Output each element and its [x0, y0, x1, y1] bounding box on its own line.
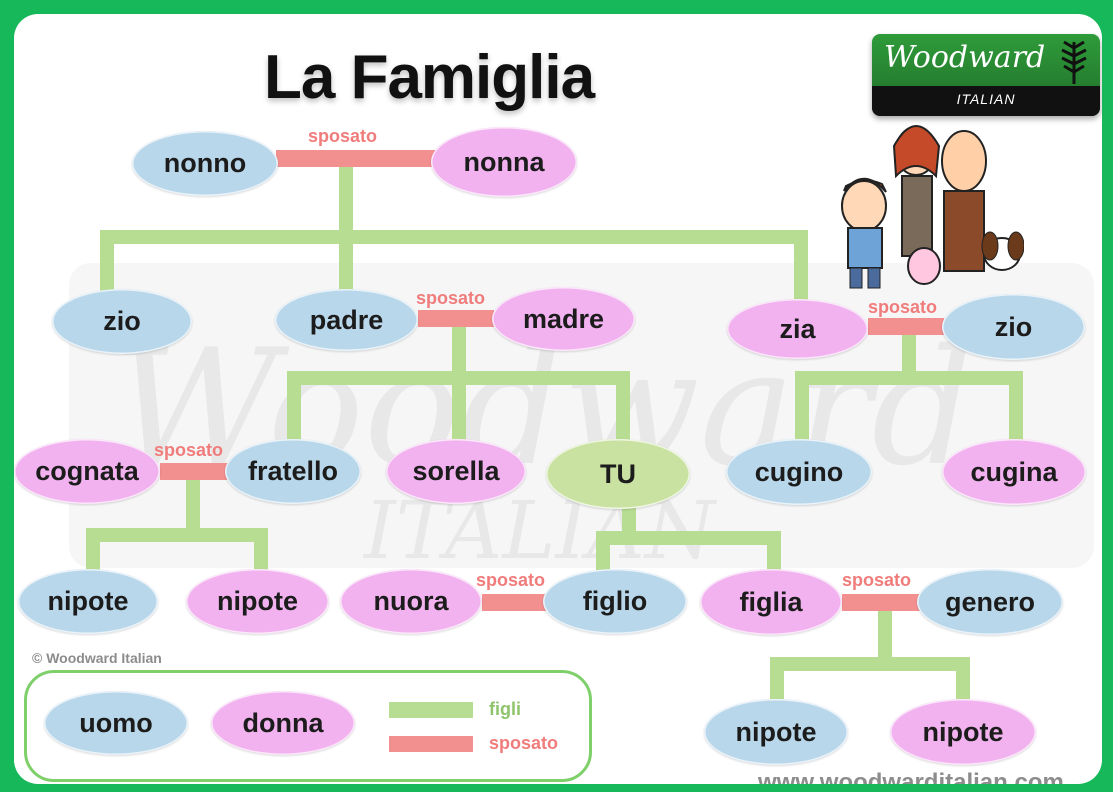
node-nipote-1: nipote	[18, 569, 158, 634]
node-figlia: figlia	[700, 569, 842, 635]
legend-figli-swatch	[389, 702, 473, 718]
figli-line	[100, 230, 114, 305]
legend: uomo donna figli sposato	[24, 670, 592, 782]
node-nipote-2: nipote	[186, 569, 329, 634]
legend-uomo: uomo	[44, 691, 188, 755]
node-madre: madre	[492, 287, 635, 351]
legend-sposato-label: sposato	[489, 733, 559, 753]
sposato-line	[160, 463, 228, 480]
family-tree-lines	[86, 150, 1023, 699]
sposato-label: sposato	[154, 440, 224, 460]
figli-line	[616, 371, 630, 448]
node-sorella: sorella	[386, 439, 526, 504]
copyright: © Woodward Italian	[32, 650, 162, 666]
legend-donna: donna	[211, 691, 355, 755]
figli-line	[956, 657, 970, 699]
figli-line	[86, 528, 100, 578]
figli-line	[86, 528, 268, 542]
figli-line	[767, 531, 781, 576]
node-nipote-4: nipote	[890, 699, 1036, 765]
node-zio-right: zio	[942, 294, 1085, 360]
sposato-line	[482, 594, 552, 611]
figli-line	[770, 657, 970, 671]
sposato-label: sposato	[476, 570, 546, 590]
figli-line	[339, 230, 353, 305]
logo-brand: Woodward	[884, 40, 1046, 75]
figli-line	[795, 371, 1023, 385]
legend-sposato-swatch	[389, 736, 473, 752]
figli-line	[902, 334, 916, 379]
website-url: www.woodwarditalian.com	[758, 769, 1064, 784]
sposato-line	[868, 318, 944, 335]
node-nuora: nuora	[340, 569, 482, 634]
figli-line	[878, 608, 892, 665]
node-genero: genero	[917, 569, 1063, 635]
node-figlio: figlio	[543, 569, 687, 634]
sposato-line	[842, 594, 922, 611]
logo-sub: ITALIAN	[872, 86, 1100, 116]
legend-figli-label: figli	[489, 699, 521, 719]
sposato-line	[418, 310, 494, 327]
figli-line	[596, 531, 610, 576]
sposato-label: sposato	[416, 288, 486, 308]
figli-line	[452, 326, 466, 385]
figli-line	[186, 479, 200, 537]
node-zio-left: zio	[52, 289, 192, 354]
fern-icon	[1061, 40, 1087, 84]
figli-line	[622, 504, 636, 538]
node-cugino: cugino	[726, 439, 872, 505]
figli-line	[339, 164, 353, 237]
sposato-line	[276, 150, 436, 167]
node-padre: padre	[275, 289, 418, 351]
node-nonno: nonno	[132, 131, 278, 196]
node-nipote-3: nipote	[704, 699, 848, 765]
figli-line	[770, 657, 784, 699]
sposato-label: sposato	[308, 126, 378, 146]
sposato-label: sposato	[842, 570, 912, 590]
woodward-logo: Woodward ITALIAN	[872, 34, 1100, 116]
node-fratello: fratello	[225, 439, 361, 504]
figli-line	[1009, 371, 1023, 447]
figli-line	[254, 528, 268, 578]
node-zia: zia	[727, 299, 868, 359]
figli-line	[452, 371, 466, 448]
node-tu: TU	[546, 439, 690, 509]
node-nonna: nonna	[431, 127, 577, 197]
figli-line	[795, 371, 809, 447]
figli-line	[794, 230, 808, 309]
node-cognata: cognata	[14, 439, 160, 504]
figli-line	[596, 531, 781, 545]
figli-line	[287, 371, 301, 448]
page-title: La Famiglia	[264, 43, 595, 112]
card: Woodward ITALIAN	[14, 14, 1102, 784]
sposato-label: sposato	[868, 297, 938, 317]
figli-line	[100, 230, 808, 244]
family-cartoon-icon	[841, 125, 1024, 289]
node-cugina: cugina	[942, 439, 1086, 505]
